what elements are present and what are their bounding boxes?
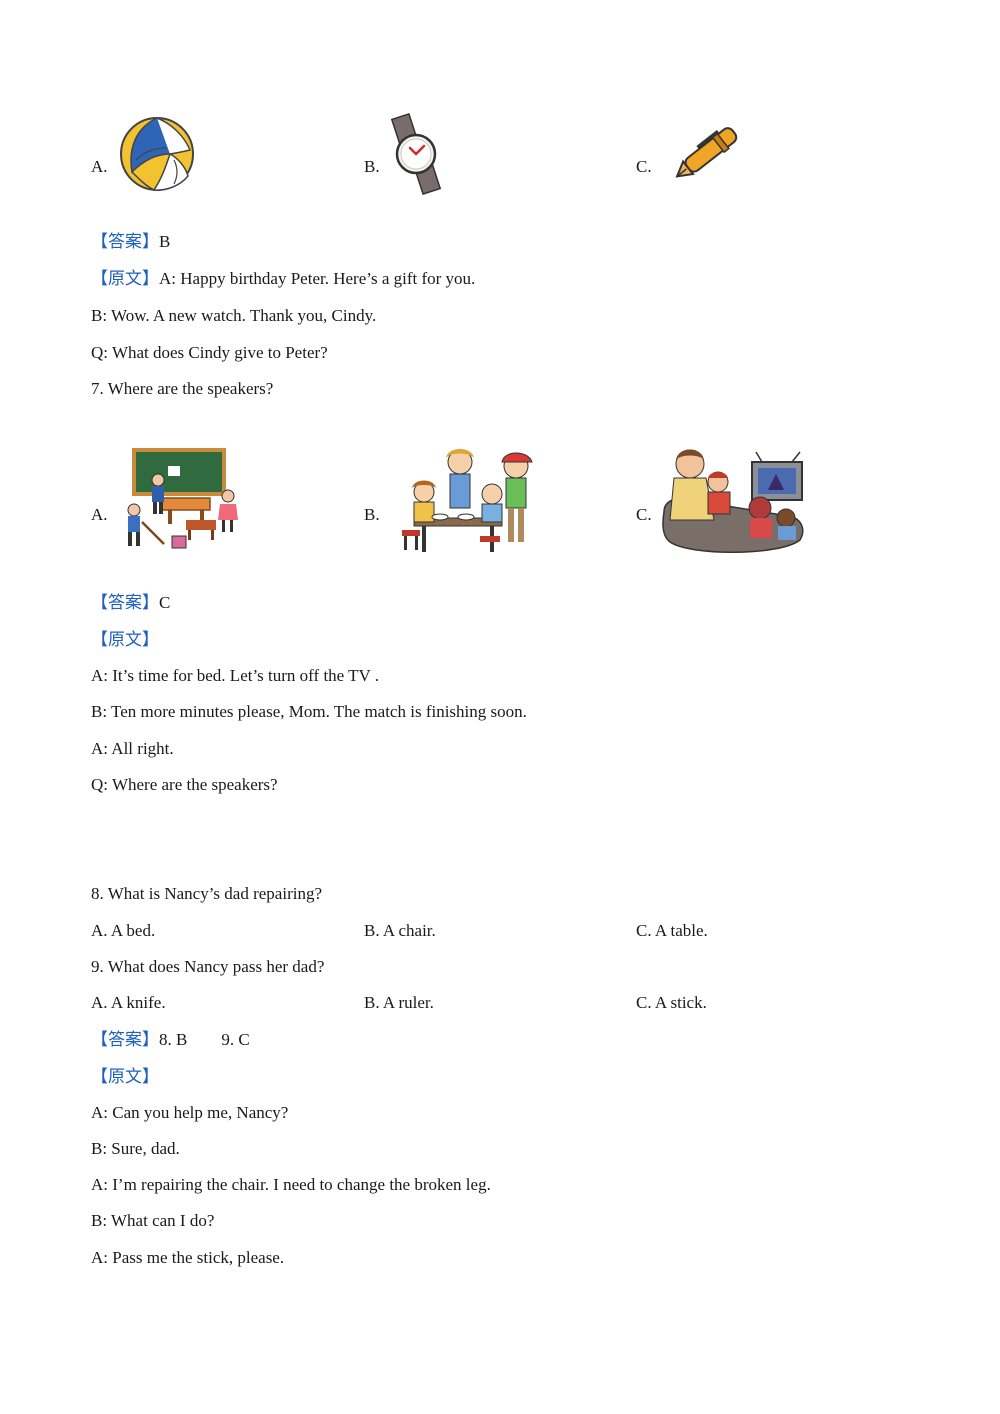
- q8-option-c: C. A table.: [636, 921, 708, 940]
- q6-script: 【原文】A: Happy birthday Peter. Here’s a gi…: [91, 268, 475, 290]
- option-c-letter: C.: [636, 505, 652, 524]
- question-7: 7. Where are the speakers?: [91, 379, 274, 398]
- script-line: Q: What does Cindy give to Peter?: [91, 343, 328, 362]
- question-9: 9. What does Nancy pass her dad?: [91, 957, 325, 976]
- q6-answer: 【答案】B: [91, 231, 170, 253]
- answer-tag: 【答案】: [91, 232, 159, 251]
- q8-option-b: B. A chair.: [364, 921, 436, 940]
- q9-option-c: C. A stick.: [636, 993, 707, 1012]
- script-line: B: Wow. A new watch. Thank you, Cindy.: [91, 306, 377, 325]
- script-tag: 【原文】: [91, 269, 159, 288]
- watch-icon: [390, 113, 442, 195]
- q89-script-tag: 【原文】: [91, 1066, 159, 1088]
- classroom-cleaning-picture: [127, 448, 238, 549]
- answer-value: B: [159, 232, 171, 251]
- script-line: B: Sure, dad.: [91, 1139, 180, 1158]
- option-a-letter: A.: [91, 157, 108, 176]
- script-line: A: Pass me the stick, please.: [91, 1248, 285, 1267]
- script-tag: 【原文】: [91, 630, 159, 649]
- script-line: A: I’m repairing the chair. I need to ch…: [91, 1175, 491, 1194]
- script-tag: 【原文】: [91, 1067, 159, 1086]
- script-line: A: Can you help me, Nancy?: [91, 1103, 289, 1122]
- option-a-letter: A.: [91, 505, 108, 524]
- answer-tag: 【答案】: [91, 1030, 159, 1049]
- script-line: B: Ten more minutes please, Mom. The mat…: [91, 702, 527, 721]
- q8-option-a: A. A bed.: [91, 921, 156, 940]
- q9-option-b: B. A ruler.: [364, 993, 434, 1012]
- script-line: A: All right.: [91, 739, 174, 758]
- q7-answer: 【答案】C: [91, 592, 170, 614]
- q7-script-tag: 【原文】: [91, 629, 159, 651]
- answer-value-9: 9. C: [221, 1030, 250, 1049]
- volleyball-icon: [120, 117, 194, 191]
- option-b-letter: B.: [364, 157, 380, 176]
- option-c-letter: C.: [636, 157, 652, 176]
- script-line: B: What can I do?: [91, 1211, 215, 1230]
- fountain-pen-icon: [675, 127, 738, 178]
- script-line: A: Happy birthday Peter. Here’s a gift f…: [159, 269, 476, 288]
- script-line: Q: Where are the speakers?: [91, 775, 278, 794]
- q89-answer: 【答案】8. B 9. C: [91, 1029, 250, 1051]
- answer-value-8: 8. B: [159, 1030, 188, 1049]
- q9-option-a: A. A knife.: [91, 993, 166, 1012]
- family-dining-picture: [402, 449, 533, 552]
- question-8: 8. What is Nancy’s dad repairing?: [91, 884, 323, 903]
- option-b-letter: B.: [364, 505, 380, 524]
- answer-value: C: [159, 593, 171, 612]
- answer-tag: 【答案】: [91, 593, 159, 612]
- family-watching-tv-picture: [662, 449, 804, 553]
- script-line: A: It’s time for bed. Let’s turn off the…: [91, 666, 380, 685]
